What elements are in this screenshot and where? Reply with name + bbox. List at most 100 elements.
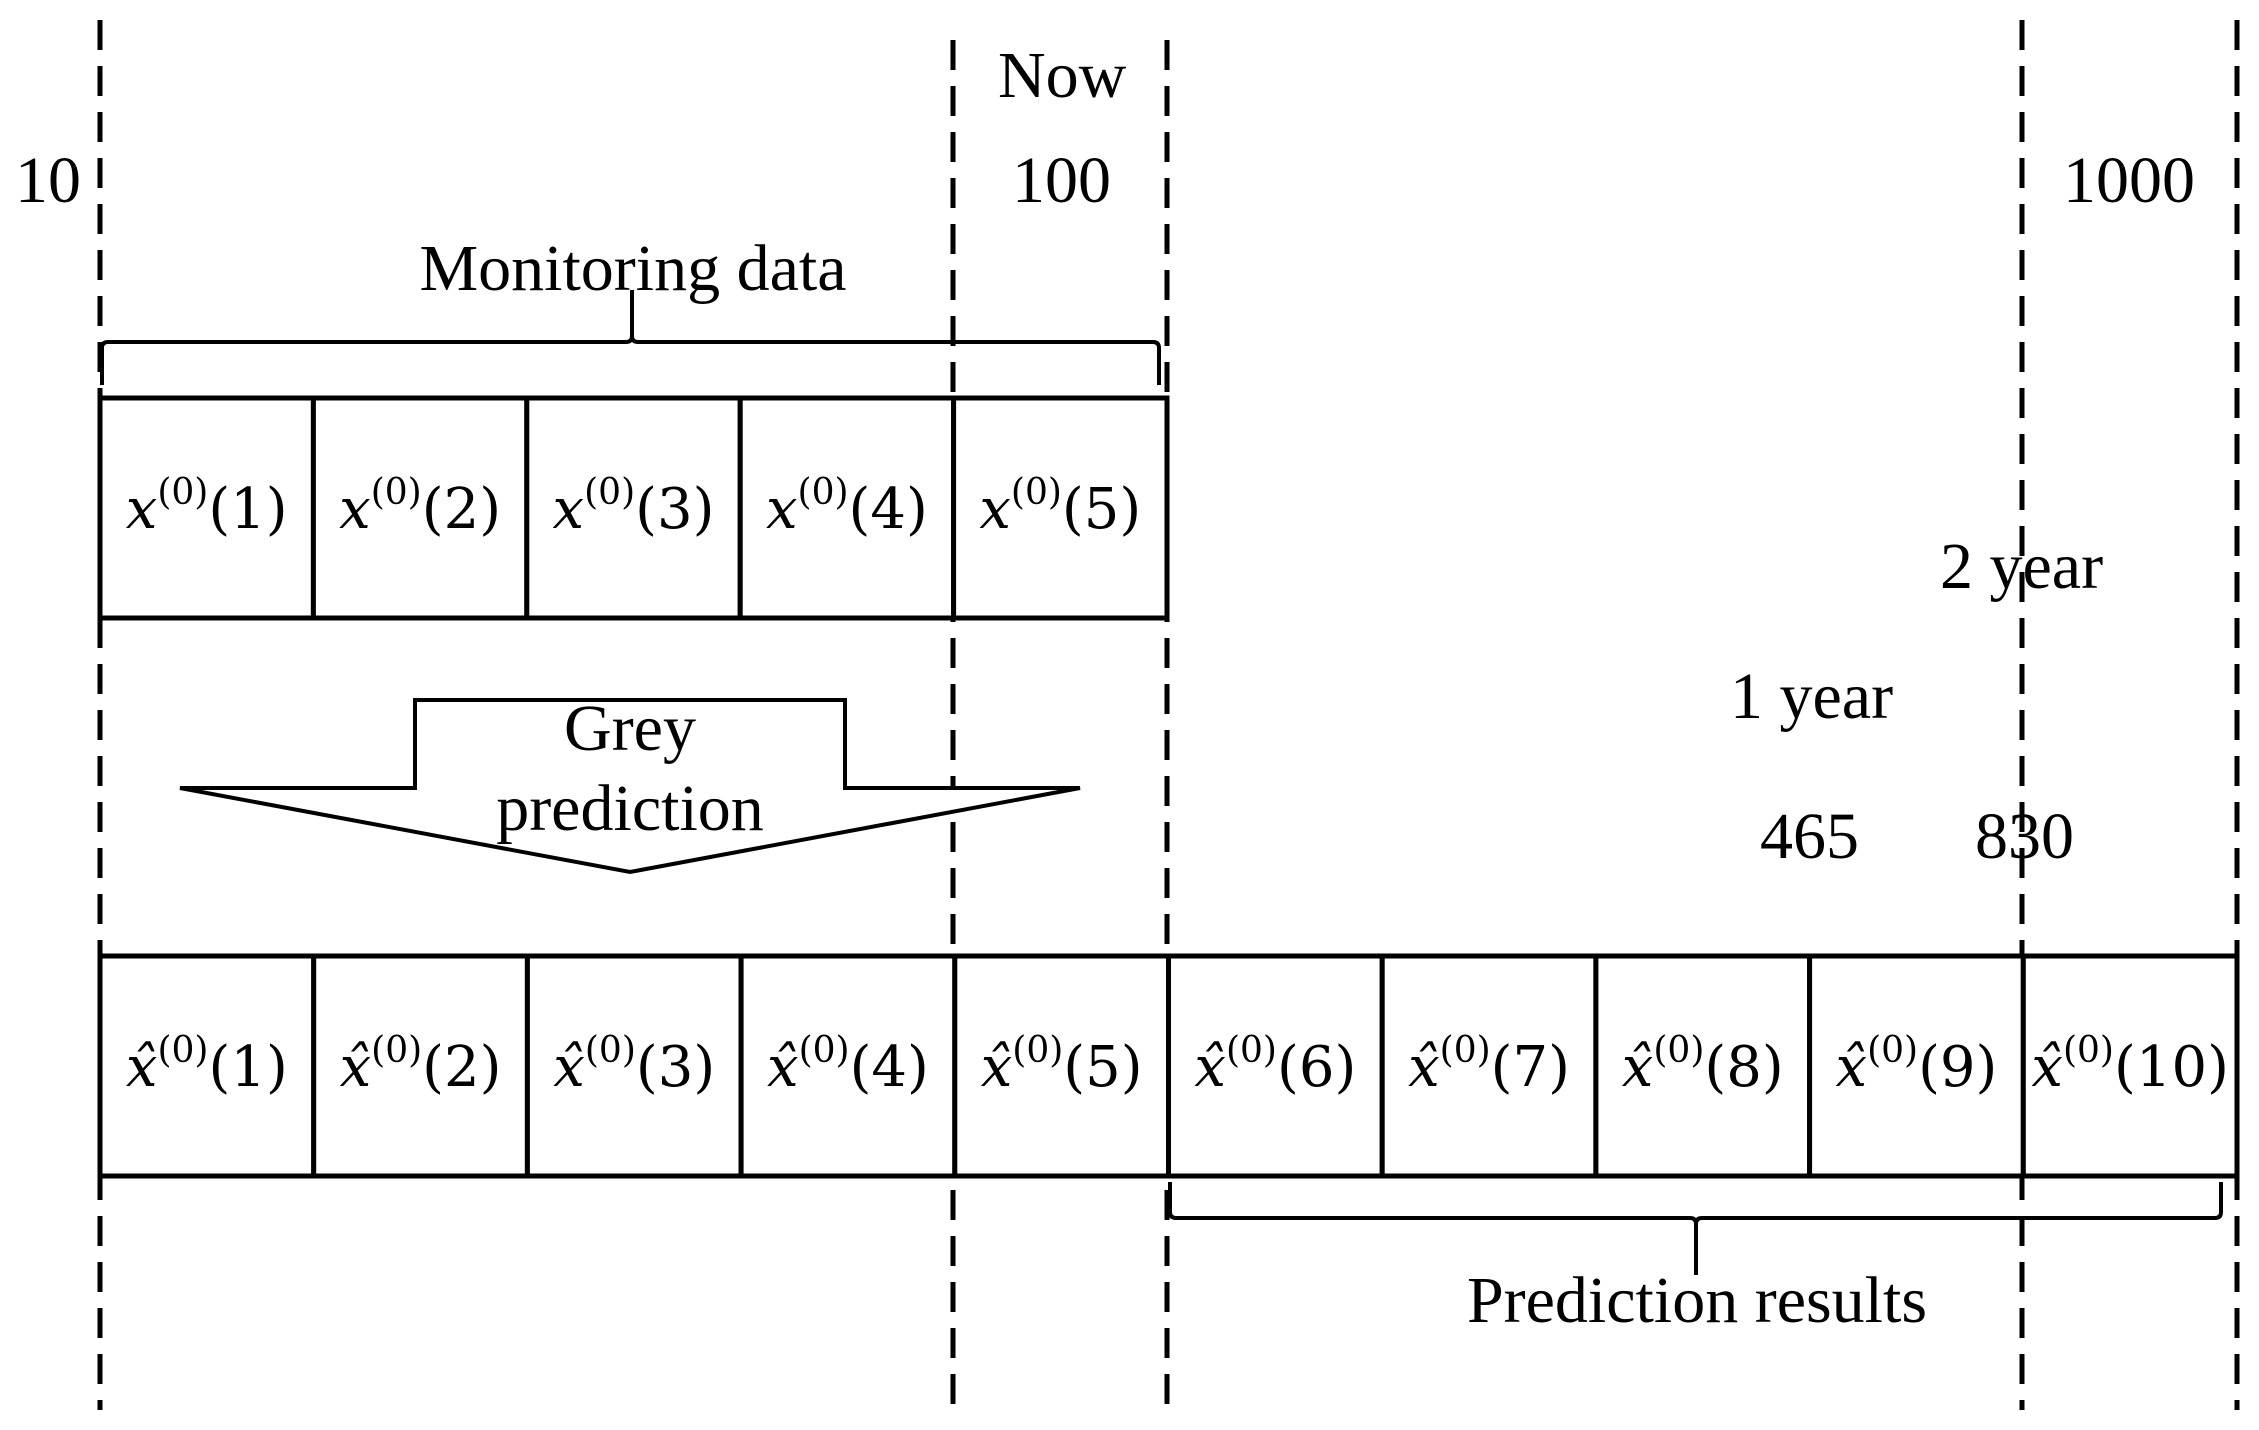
symbol-index: (3) bbox=[635, 477, 714, 542]
tick-label-830: 830 bbox=[1975, 800, 2074, 873]
cell-box bbox=[97, 395, 316, 621]
symbol-superscript: (0) bbox=[371, 1030, 422, 1071]
symbol-superscript: (0) bbox=[1440, 1030, 1491, 1071]
symbol-base: x bbox=[766, 477, 798, 542]
grey-prediction-arrow bbox=[179, 698, 1081, 875]
symbol-index: (5) bbox=[1062, 477, 1141, 542]
cell-box bbox=[1166, 953, 1385, 1179]
grey-label: Grey bbox=[564, 692, 696, 765]
symbol-superscript: (0) bbox=[1867, 1030, 1918, 1071]
symbol-base: x bbox=[553, 477, 585, 542]
cell-symbol: x(0)(4) bbox=[766, 472, 928, 542]
tick-label-465: 465 bbox=[1760, 800, 1859, 873]
cell-box bbox=[1807, 953, 2026, 1179]
cell-symbol: x(0)(1) bbox=[126, 472, 288, 542]
symbol-index: (7) bbox=[1491, 1035, 1570, 1100]
cell-box bbox=[2020, 953, 2240, 1179]
cell-monitoring_cells-4: x(0)(4) bbox=[737, 395, 957, 621]
symbol-base: x̂ bbox=[1408, 1035, 1440, 1100]
cell-prediction_cells-8: x̂(0)(8) bbox=[1593, 953, 1813, 1179]
tick-label-1000: 1000 bbox=[2063, 144, 2195, 217]
cell-box bbox=[738, 953, 958, 1179]
cell-symbol: x̂(0)(7) bbox=[1408, 1030, 1570, 1100]
cell-symbol: x̂(0)(10) bbox=[2031, 1030, 2229, 1100]
cell-box bbox=[97, 953, 317, 1179]
symbol-index: (4) bbox=[850, 1035, 929, 1100]
symbol-index: (5) bbox=[1063, 1035, 1142, 1100]
prediction-results-brace bbox=[1168, 1182, 2223, 1275]
symbol-superscript: (0) bbox=[157, 1030, 208, 1071]
one-year-label: 1 year bbox=[1730, 660, 1893, 733]
cell-symbol: x̂(0)(9) bbox=[1835, 1030, 1997, 1100]
tick-label-100: 100 bbox=[1012, 144, 1111, 217]
symbol-superscript: (0) bbox=[2063, 1030, 2114, 1071]
monitoring-data-brace bbox=[100, 290, 1161, 385]
symbol-index: (9) bbox=[1918, 1035, 1997, 1100]
symbol-index: (6) bbox=[1277, 1035, 1356, 1100]
cell-prediction_cells-5: x̂(0)(5) bbox=[952, 953, 1171, 1179]
symbol-index: (10) bbox=[2114, 1035, 2229, 1100]
prediction-results-label: Prediction results bbox=[1467, 1264, 1927, 1337]
symbol-base: x̂ bbox=[1835, 1035, 1867, 1100]
prediction-results-row: x̂(0)(1)x̂(0)(2)x̂(0)(3)x̂(0)(4)x̂(0)(5)… bbox=[97, 953, 2240, 1179]
two-year-label: 2 year bbox=[1940, 530, 2103, 603]
symbol-index: (3) bbox=[636, 1035, 715, 1100]
symbol-base: x̂ bbox=[981, 1035, 1013, 1100]
symbol-index: (8) bbox=[1704, 1035, 1783, 1100]
cell-symbol: x(0)(2) bbox=[339, 472, 501, 542]
symbol-index: (1) bbox=[208, 477, 287, 542]
symbol-superscript: (0) bbox=[1226, 1030, 1277, 1071]
cell-monitoring_cells-1: x(0)(1) bbox=[97, 395, 316, 621]
cell-symbol: x(0)(3) bbox=[553, 472, 715, 542]
symbol-superscript: (0) bbox=[798, 472, 849, 513]
cell-symbol: x(0)(5) bbox=[979, 472, 1141, 542]
cell-prediction_cells-6: x̂(0)(6) bbox=[1166, 953, 1385, 1179]
cell-symbol: x̂(0)(1) bbox=[126, 1030, 288, 1100]
now-label: Now bbox=[998, 39, 1127, 112]
symbol-superscript: (0) bbox=[584, 472, 635, 513]
cell-prediction_cells-3: x̂(0)(3) bbox=[524, 953, 744, 1179]
cell-symbol: x̂(0)(3) bbox=[553, 1030, 715, 1100]
cell-monitoring_cells-5: x(0)(5) bbox=[951, 395, 1170, 621]
symbol-index: (1) bbox=[208, 1035, 287, 1100]
symbol-superscript: (0) bbox=[157, 472, 208, 513]
symbol-superscript: (0) bbox=[799, 1030, 850, 1071]
cell-prediction_cells-2: x̂(0)(2) bbox=[311, 953, 530, 1179]
symbol-base: x bbox=[126, 477, 158, 542]
symbol-base: x̂ bbox=[553, 1035, 585, 1100]
cell-box bbox=[951, 395, 1170, 621]
cell-symbol: x̂(0)(8) bbox=[1622, 1030, 1784, 1100]
cell-prediction_cells-9: x̂(0)(9) bbox=[1807, 953, 2026, 1179]
symbol-index: (2) bbox=[422, 477, 501, 542]
symbol-base: x̂ bbox=[340, 1035, 372, 1100]
cell-symbol: x̂(0)(2) bbox=[340, 1030, 502, 1100]
cell-prediction_cells-10: x̂(0)(10) bbox=[2020, 953, 2240, 1179]
cell-box bbox=[524, 953, 744, 1179]
cell-prediction_cells-1: x̂(0)(1) bbox=[97, 953, 317, 1179]
symbol-superscript: (0) bbox=[1011, 472, 1062, 513]
symbol-base: x̂ bbox=[1622, 1035, 1654, 1100]
cell-monitoring_cells-2: x(0)(2) bbox=[310, 395, 530, 621]
symbol-index: (2) bbox=[422, 1035, 501, 1100]
symbol-base: x̂ bbox=[1194, 1035, 1226, 1100]
tick-label-10: 10 bbox=[15, 144, 81, 217]
symbol-index: (4) bbox=[849, 477, 928, 542]
symbol-base: x̂ bbox=[2031, 1035, 2063, 1100]
cell-monitoring_cells-3: x(0)(3) bbox=[524, 395, 743, 621]
monitoring-data-row: x(0)(1)x(0)(2)x(0)(3)x(0)(4)x(0)(5) bbox=[97, 395, 1170, 621]
cell-symbol: x̂(0)(6) bbox=[1194, 1030, 1356, 1100]
symbol-superscript: (0) bbox=[371, 472, 422, 513]
symbol-superscript: (0) bbox=[1012, 1030, 1063, 1071]
symbol-superscript: (0) bbox=[1653, 1030, 1704, 1071]
symbol-base: x̂ bbox=[767, 1035, 799, 1100]
prediction-label: prediction bbox=[496, 772, 764, 845]
cell-prediction_cells-4: x̂(0)(4) bbox=[738, 953, 958, 1179]
cell-box bbox=[524, 395, 743, 621]
cell-box bbox=[311, 953, 530, 1179]
symbol-base: x bbox=[339, 477, 371, 542]
symbol-base: x bbox=[979, 477, 1011, 542]
cell-symbol: x̂(0)(4) bbox=[767, 1030, 929, 1100]
symbol-superscript: (0) bbox=[585, 1030, 636, 1071]
cell-prediction_cells-7: x̂(0)(7) bbox=[1379, 953, 1599, 1179]
